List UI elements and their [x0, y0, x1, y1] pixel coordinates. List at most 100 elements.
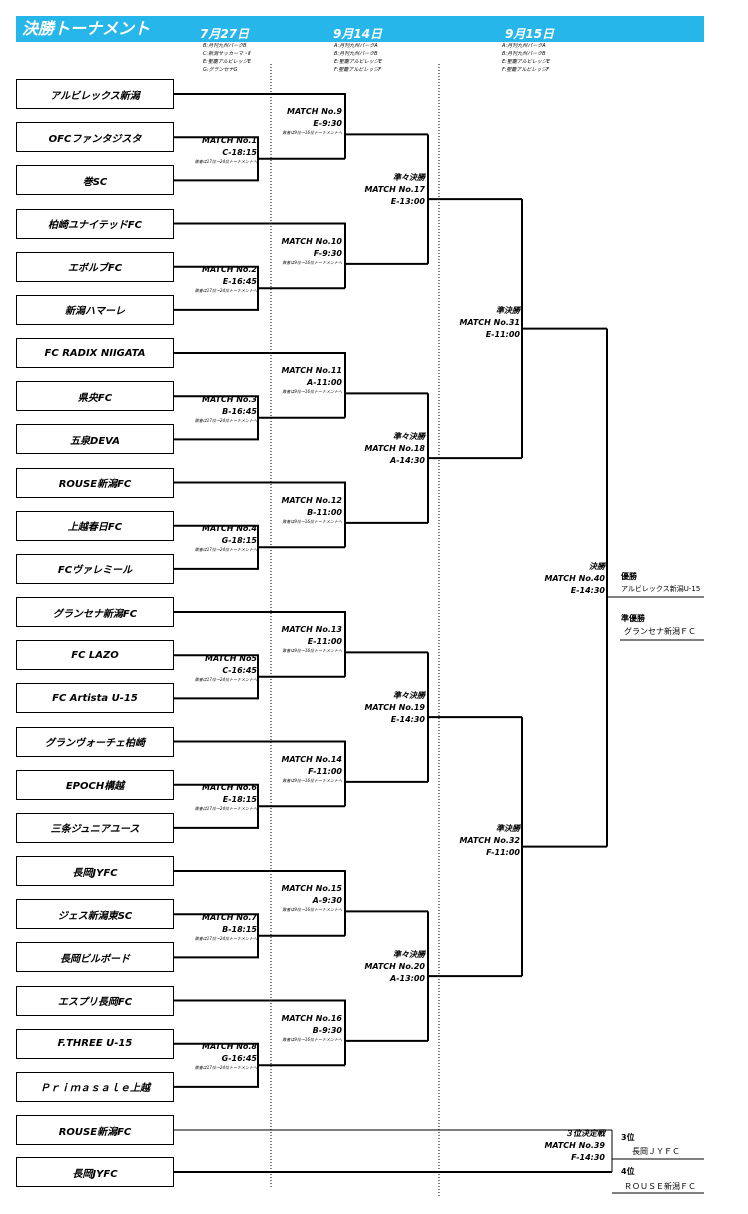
team-box: OFCファンタジスタ: [16, 122, 174, 153]
team-box: ROUSE新潟FC: [16, 1115, 174, 1145]
match-label-text: A-9:30: [312, 896, 342, 906]
runner-up-team: グランセナ新潟ＦＣ: [624, 627, 696, 636]
match-label-text: A-14:30: [390, 456, 425, 466]
team-box: 柏崎ユナイテッドFC: [16, 208, 174, 239]
fourth-place-team: ＲＯＵＳＥ新潟ＦＣ: [624, 1182, 696, 1191]
match-label-text: MATCH No5: [205, 653, 257, 663]
match-label-text: MATCH No.32: [459, 835, 520, 845]
team-box: 県央FC: [16, 381, 174, 412]
loser-note: 敗者は17位～24位トーナメントへ: [194, 676, 257, 682]
team-box: エボルブFC: [16, 251, 174, 282]
team-box: 新潟ハマーレ: [16, 294, 174, 325]
team-box: 巻SC: [16, 165, 174, 196]
match-label-text: 準々決勝: [393, 173, 425, 183]
match-label-text: MATCH No.20: [364, 962, 425, 972]
match-label-text: ３位決定戦: [565, 1129, 605, 1138]
round2-bracket: [174, 93, 346, 159]
date-round3: 9月15日: [505, 27, 555, 41]
title-bar: [16, 16, 704, 42]
team-box: F.THREE U-15: [16, 1028, 174, 1059]
match-label-text: MATCH No.7: [202, 912, 257, 922]
match-label-text: E-9:30: [313, 119, 342, 129]
team-box: FC RADIX NIIGATA: [16, 338, 174, 368]
match-label-text: E-14:30: [570, 585, 605, 595]
match-label-text: G-16:45: [221, 1054, 257, 1064]
loser-note: 敗者は9位～16位トーナメントへ: [282, 389, 342, 395]
match-label-text: 準々決勝: [393, 691, 425, 701]
team-box: 長岡JYFC: [16, 856, 174, 886]
match-label-text: MATCH No.9: [287, 107, 342, 117]
match-label-text: F-14:30: [571, 1153, 605, 1162]
match-label-text: C-16:45: [222, 665, 257, 675]
loser-note: 敗者は17位～24位トーナメントへ: [194, 1065, 257, 1071]
match-label-text: MATCH No.6: [202, 783, 257, 793]
date-round1: 7月27日: [200, 27, 250, 41]
match-label-text: 準決勝: [496, 823, 520, 833]
match-label-text: 準々決勝: [393, 432, 425, 442]
match-label-text: B-18:15: [222, 924, 257, 934]
team-box: 五泉DEVA: [16, 424, 174, 455]
venue: E:聖籠アルビレッジE: [502, 59, 550, 65]
match-label-text: E-16:45: [222, 277, 257, 287]
match-label-text: MATCH No.4: [202, 524, 257, 534]
match-label-text: F-11:00: [308, 766, 342, 776]
loser-note: 敗者は17位～24位トーナメントへ: [194, 806, 257, 812]
round2-bracket: [174, 352, 346, 418]
venue: E:聖籠アルビレッジE: [203, 59, 251, 65]
match-label-text: B-16:45: [222, 406, 257, 416]
match-label-text: MATCH No.17: [364, 185, 425, 195]
match-label-text: E-11:00: [307, 637, 342, 647]
match-label-text: MATCH No.15: [281, 884, 342, 894]
venue: A:月刊九州パークA: [502, 43, 546, 49]
team-box: FC Artista U-15: [16, 683, 174, 714]
match-label-text: B-11:00: [307, 507, 342, 517]
loser-note: 敗者は17位～24位トーナメントへ: [194, 417, 257, 423]
loser-note: 敗者は9位～16位トーナメントへ: [282, 648, 342, 654]
match-label-text: MATCH No.11: [281, 366, 342, 376]
page-title: 決勝トーナメント: [22, 19, 151, 38]
match-label-text: MATCH No.31: [459, 317, 520, 327]
match-label-text: MATCH No.14: [281, 754, 342, 764]
team-box: FC LAZO: [16, 640, 174, 671]
team-box: 三条ジュニアユース: [16, 812, 174, 843]
match-label-text: MATCH No.1: [202, 135, 257, 145]
match-label-text: MATCH No.18: [364, 444, 425, 454]
team-box: グランセナ新潟FC: [16, 597, 174, 627]
loser-note: 敗者は17位～24位トーナメントへ: [194, 935, 257, 941]
team-box: ジェス新潟東SC: [16, 899, 174, 930]
round2-bracket: [174, 481, 346, 548]
loser-note: 敗者は9位～16位トーナメントへ: [282, 259, 342, 265]
champion-label: 優勝: [621, 572, 637, 581]
match-label-text: MATCH No.12: [281, 495, 342, 505]
match-label-text: MATCH No.16: [281, 1013, 342, 1023]
venue: B:月刊九州パークB: [502, 51, 546, 57]
team-box: エスプリ長岡FC: [16, 985, 174, 1016]
team-box: Ｐｒｉｍａｓａｌｅ上越: [16, 1071, 174, 1102]
venue: A:月刊九州パークA: [334, 43, 378, 49]
venue-list-round2: A:月刊九州パークA B:月刊九州パークB E:聖籠アルビレッジE F:聖籠アル…: [334, 42, 382, 74]
team-box: ROUSE新潟FC: [16, 467, 174, 498]
round2-bracket: [174, 611, 346, 677]
match-label-text: E-11:00: [485, 329, 520, 339]
loser-note: 敗者は17位～24位トーナメントへ: [194, 547, 257, 553]
venue: F:聖籠アルビレッジF: [334, 67, 382, 73]
match-label-text: E-13:00: [390, 197, 425, 207]
team-box: EPOCH構越: [16, 769, 174, 800]
